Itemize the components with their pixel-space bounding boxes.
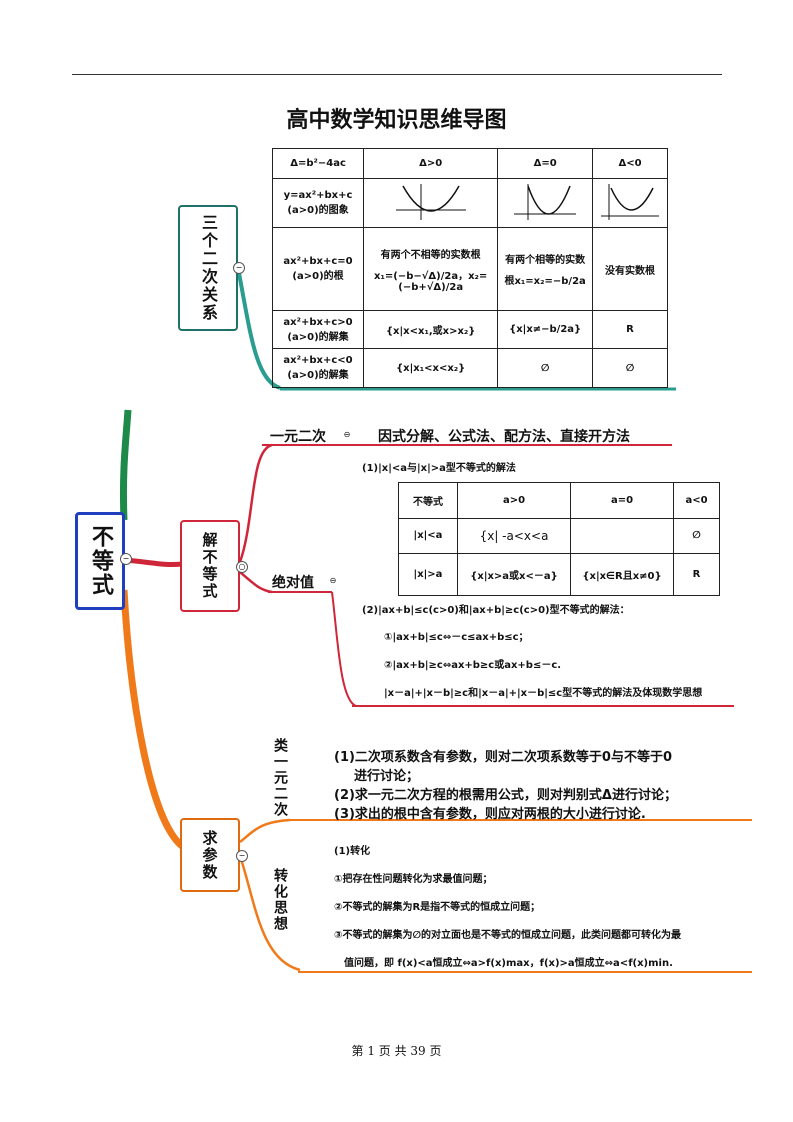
node-find-parameter-label: 求参数 [200, 829, 219, 881]
abs-item-3: |x－a|+|x－b|≥c和|x－a|+|x－b|≤c型不等式的解法及体现数学思… [384, 688, 703, 699]
table-cell: |x|<a [398, 518, 458, 554]
collapse-toggle-icon[interactable]: ⊖ [328, 576, 338, 586]
quasi-line-1: (1)二次项系数含有参数，则对二次项系数等于0与不等于0 [334, 750, 673, 765]
abs-heading-2: (2)|ax+b|≤c(c>0)和|ax+b|≥c(c>0)型不等式的解法： [362, 605, 630, 616]
header-cell: a=0 [570, 481, 674, 520]
table-cell: ∅ [592, 348, 668, 388]
abs-item-2: ②|ax+b|≥c⇔ax+b≥c或ax+b≤－c. [384, 660, 562, 671]
abs-heading-1: (1)|x|<a与|x|>a型不等式的解法 [362, 463, 516, 474]
quadratic-method-label: 一元二次 [270, 429, 326, 445]
node-quadratic-relation-label: 三个二次关系 [199, 214, 218, 322]
quasi-line-1b: 进行讨论； [354, 769, 420, 784]
header-cell: a>0 [457, 481, 571, 520]
transform-item-1: ①把存在性问题转化为求最值问题； [334, 874, 493, 885]
table-cell: {x|x₁<x<x₂} [363, 348, 499, 388]
roots-none: 没有实数根 [592, 226, 668, 312]
header-cell: Δ=0 [497, 147, 593, 180]
table-cell: {x| -a<x<a [457, 518, 571, 554]
table-cell: ∅ [497, 348, 593, 388]
quadratic-table: Δ=b²−4ac Δ>0 Δ=0 Δ<0 y=ax²+bx+c (a>0)的图象 [271, 147, 668, 388]
abs-item-1: ①|ax+b|≤c⇔－c≤ax+b≤c； [384, 632, 529, 643]
abs-value-label: 绝对值 [272, 575, 314, 591]
row-label: y=ax²+bx+c (a>0)的图象 [271, 178, 365, 228]
graph-two-roots [363, 178, 499, 228]
header-cell: 不等式 [398, 481, 458, 520]
roots-equal: 有两个相等的实数 根x₁=x₂=−b/2a [497, 226, 593, 312]
roots-two-distinct: 有两个不相等的实数根 x₁=(−b−√Δ)/2a，x₂=(−b+√Δ)/2a [363, 226, 499, 312]
quasi-line-2: (2)求一元二次方程的根需用公式，则对判别式Δ进行讨论； [334, 788, 677, 803]
graph-one-root [497, 178, 593, 228]
node-solve-inequality-label: 解不等式 [200, 532, 219, 600]
collapse-toggle-icon[interactable]: ⊖ [342, 430, 352, 440]
header-cell: Δ<0 [592, 147, 668, 180]
table-cell: R [673, 552, 720, 597]
table-cell [570, 518, 674, 554]
row-label: ax²+bx+c<0 (a>0)的解集 [271, 348, 365, 388]
header-cell: Δ>0 [363, 147, 499, 180]
header-cell: a<0 [673, 481, 720, 520]
parabola-graph-icon [514, 183, 577, 220]
quasi-quadratic-notes: (1)二次项系数含有参数，则对二次项系数等于0与不等于0 进行讨论； (2)求一… [334, 748, 677, 824]
header-cell: Δ=b²−4ac [271, 147, 365, 180]
page-number: 第 1 页 共 39 页 [351, 1044, 442, 1058]
graph-no-root [592, 178, 668, 228]
collapse-toggle-icon[interactable]: − [236, 850, 248, 862]
transform-item-3: ③不等式的解集为∅的对立面也是不等式的恒成立问题，此类问题都可转化为最 [334, 930, 682, 941]
quasi-quadratic-label: 类一元二次 [272, 738, 288, 818]
table-cell: {x|x>a或x<－a} [457, 552, 571, 597]
table-cell: ∅ [673, 518, 720, 554]
transform-heading: (1)转化 [334, 846, 371, 857]
transform-item-3b: 值问题，即 f(x)<a恒成立⇔a>f(x)max，f(x)>a恒成立⇔a<f(… [344, 958, 673, 969]
node-solve-inequality[interactable]: 解不等式 [180, 520, 240, 612]
row-label: ax²+bx+c=0 (a>0)的根 [271, 226, 365, 312]
root-node[interactable]: 不等式 [75, 512, 125, 610]
table-cell: R [592, 310, 668, 350]
transform-item-2: ②不等式的解集为R是指不等式的恒成立问题； [334, 902, 541, 913]
page-title: 高中数学知识思维导图 [286, 107, 507, 133]
collapse-toggle-icon[interactable]: − [233, 262, 245, 274]
abs-table: 不等式 a>0 a=0 a<0 |x|<a {x| -a<x<a ∅ |x|>a… [398, 481, 720, 597]
transform-thinking-label: 转化思想 [272, 868, 288, 932]
row-label: ax²+bx+c>0 (a>0)的解集 [271, 310, 365, 350]
table-cell: {x|x∈R且x≠0} [570, 552, 674, 597]
quadratic-methods-text: 因式分解、公式法、配方法、直接开方法 [378, 429, 630, 445]
table-cell: |x|>a [398, 552, 458, 597]
root-node-label: 不等式 [88, 525, 113, 597]
top-rule [72, 74, 722, 75]
quasi-line-3: (3)求出的根中含有参数，则应对两根的大小进行讨论. [334, 807, 646, 822]
table-cell: {x|x≠−b/2a} [497, 310, 593, 350]
table-cell: {x|x<x₁,或x>x₂} [363, 310, 499, 350]
expand-toggle-icon[interactable]: ○ [236, 561, 248, 573]
node-quadratic-relation[interactable]: 三个二次关系 [178, 205, 238, 331]
parabola-graph-icon [395, 183, 466, 220]
parabola-graph-icon [601, 183, 659, 220]
node-find-parameter[interactable]: 求参数 [180, 818, 240, 892]
collapse-toggle-icon[interactable]: − [120, 553, 132, 565]
